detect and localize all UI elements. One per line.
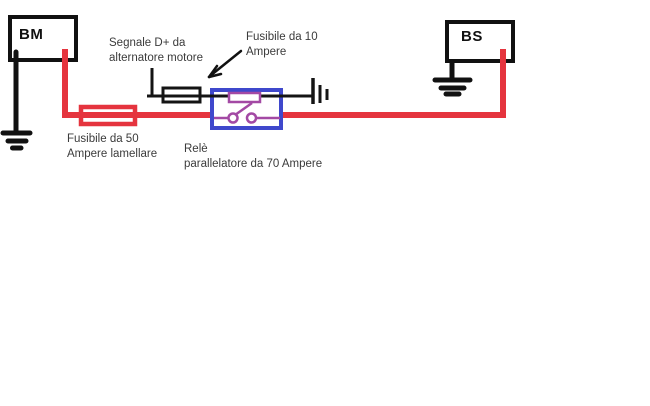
- bs-ground-icon: [432, 59, 473, 97]
- bm-label: BM: [19, 26, 44, 43]
- relay-coil: [227, 91, 262, 104]
- relay-switch-arm: [234, 101, 253, 117]
- bm-battery-box: [8, 15, 78, 62]
- relay-internals: [214, 91, 280, 124]
- fuse-50a-symbol: [78, 104, 138, 127]
- arrow-head-lower: [207, 72, 223, 79]
- bs-battery-box: [445, 20, 515, 63]
- positive-wire: [62, 49, 506, 118]
- arrow-shaft: [208, 49, 243, 78]
- annotation-fuse-10a: Fusibile da 10 Ampere: [246, 31, 318, 58]
- annotation-fuse-50a: Fusibile da 50 Ampere lamellare: [67, 133, 158, 160]
- bs-label: BS: [461, 28, 483, 45]
- fuse-10a-symbol: [161, 86, 202, 104]
- fuse-pointer-arrow-icon: [207, 49, 243, 79]
- signal-ground-icon: [311, 78, 329, 104]
- annotation-relay: Relè parallelatore da 70 Ampere: [184, 143, 323, 170]
- bm-ground-icon: [0, 49, 33, 151]
- relay-contact-right: [245, 112, 258, 124]
- annotation-signal-d-plus: Segnale D+ da alternatore motore: [109, 37, 203, 64]
- relay-contact-left: [227, 112, 239, 124]
- arrow-head-upper: [207, 64, 219, 79]
